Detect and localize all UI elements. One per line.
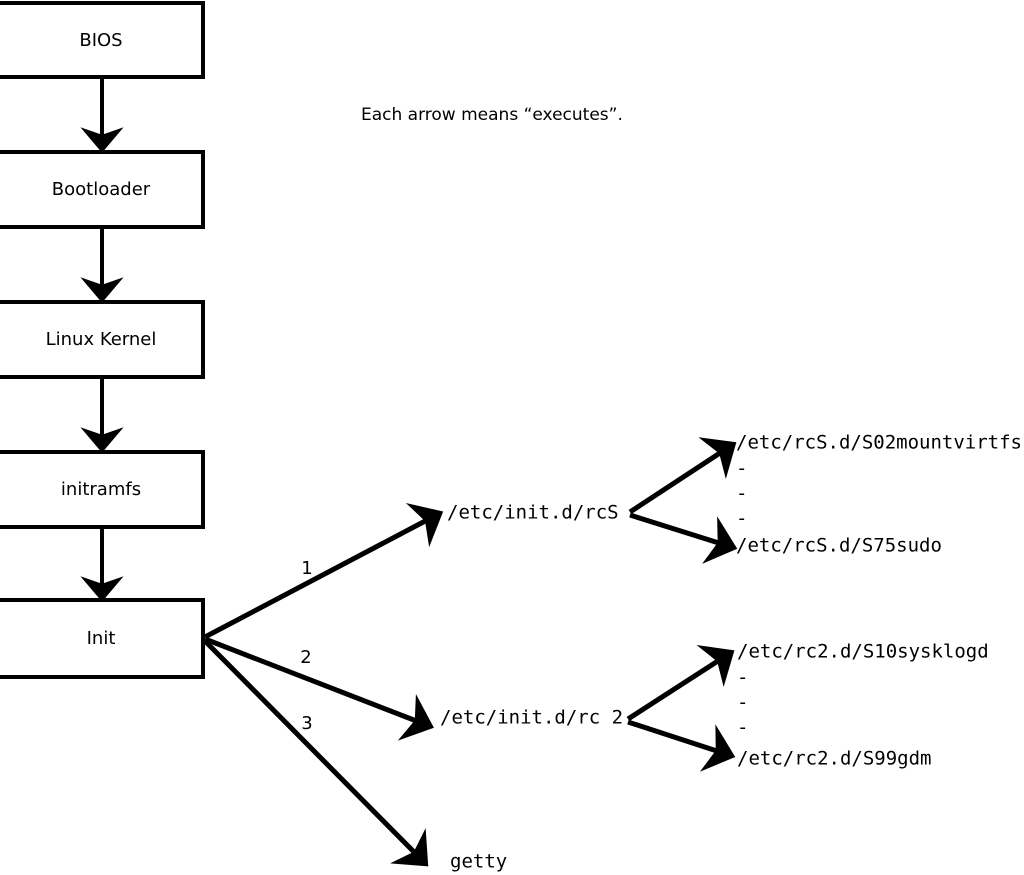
box-initramfs[interactable]: initramfs [0,450,205,529]
arrow-rcs-to-first-script [628,437,737,515]
rc2-scripts-group: /etc/rc2.d/S10sysklogd - - - /etc/rc2.d/… [626,641,989,772]
box-bios-label: BIOS [79,30,122,51]
label-rc2-script-first[interactable]: /etc/rc2.d/S10sysklogd [737,641,989,663]
arrow-rc2-to-first-script [626,645,735,722]
box-bios[interactable]: BIOS [0,1,205,79]
box-init-rect [0,598,205,679]
box-initramfs-label: initramfs [61,479,141,500]
label-getty[interactable]: getty [450,851,507,873]
box-bootloader[interactable]: Bootloader [0,150,205,229]
init-fanout-group: 1 /etc/init.d/rcS 2 /etc/init.d/rc 2 3 g… [203,502,623,873]
boot-chain-column: BIOS Bootloader Linux Kernel initramfs I… [0,1,205,679]
branch-number-3: 3 [301,713,312,734]
box-linux-kernel-rect [0,300,205,379]
branch-number-2: 2 [300,647,311,668]
label-rc2-script-last[interactable]: /etc/rc2.d/S99gdm [737,748,931,770]
rcs-ellipsis-dash-3: - [736,508,747,530]
arrow-init-branch-1 [203,502,444,640]
box-linux-kernel[interactable]: Linux Kernel [0,300,205,379]
box-linux-kernel-label: Linux Kernel [46,329,157,350]
rcs-ellipsis-dash-1: - [736,458,747,480]
label-init-d-rcs[interactable]: /etc/init.d/rcS [447,502,619,524]
rcs-scripts-group: /etc/rcS.d/S02mountvirtfs - - - /etc/rcS… [628,432,1022,564]
label-rcs-script-first[interactable]: /etc/rcS.d/S02mountvirtfs [736,432,1022,454]
box-bootloader-label: Bootloader [52,179,151,200]
rcs-ellipsis-dash-2: - [736,483,747,505]
label-init-d-rc2[interactable]: /etc/init.d/rc 2 [440,707,623,729]
arrow-init-branch-2 [204,636,434,741]
branch-number-1: 1 [301,558,312,579]
caption-text: Each arrow means “executes”. [361,105,623,125]
rc2-ellipsis-dash-3: - [737,717,748,739]
box-init[interactable]: Init [0,598,205,679]
rc2-ellipsis-dash-1: - [737,667,748,689]
box-bios-rect [0,1,205,79]
arrow-rc2-to-last-script [627,719,736,772]
rc2-ellipsis-dash-2: - [737,692,748,714]
arrow-rcs-to-last-script [629,512,738,564]
box-initramfs-rect [0,450,205,529]
label-rcs-script-last[interactable]: /etc/rcS.d/S75sudo [736,535,942,557]
arrow-init-branch-3 [203,639,429,867]
box-bootloader-rect [0,150,205,229]
box-init-label: Init [87,628,116,649]
